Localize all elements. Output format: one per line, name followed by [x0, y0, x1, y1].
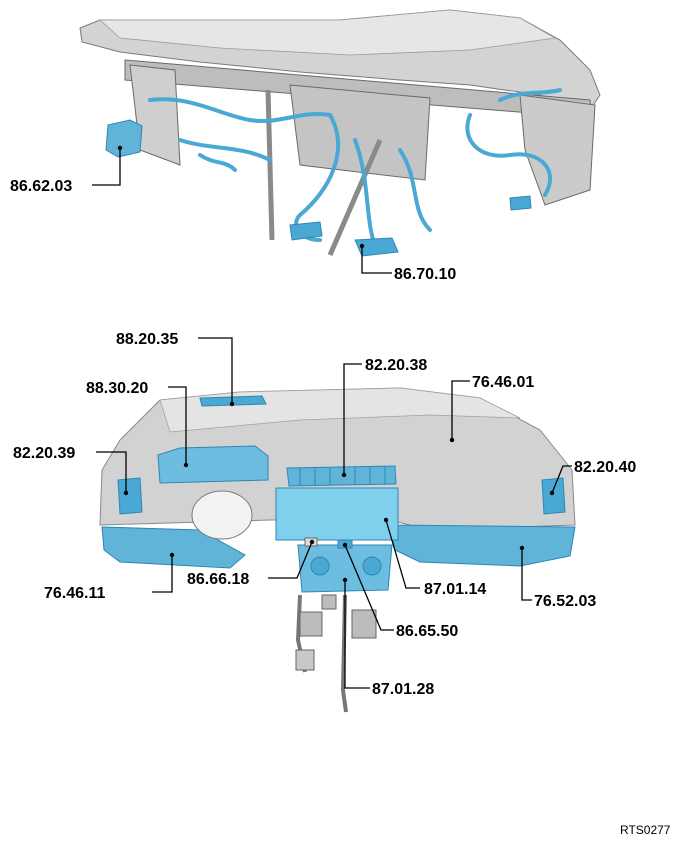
- steering-column-opening: [191, 490, 253, 540]
- right-knob: [362, 556, 382, 576]
- label-87-01-14: 87.01.14: [424, 581, 486, 598]
- label-82-20-40: 82.20.40: [574, 459, 636, 476]
- left-strut: [265, 89, 275, 241]
- label-82-20-38: 82.20.38: [365, 357, 427, 374]
- label-86-65-50: 86.65.50: [396, 623, 458, 640]
- instrument-panel-illustration: [99, 387, 576, 713]
- label-76-52-03: 76.52.03: [534, 593, 596, 610]
- bottom-leaders: [96, 337, 572, 689]
- label-88-20-35: 88.20.35: [116, 331, 178, 348]
- lower-harness: [295, 594, 377, 713]
- center-screen-87-01-14: [275, 487, 399, 541]
- top-leaders: [92, 145, 392, 274]
- label-76-46-11: 76.46.11: [44, 585, 106, 602]
- module-86-62-03: [105, 119, 143, 158]
- label-82-20-39: 82.20.39: [13, 445, 75, 462]
- cowl-top-face: [98, 9, 557, 56]
- label-76-46-01: 76.46.01: [472, 374, 534, 391]
- lower-panel-76-52-03: [389, 524, 576, 567]
- label-88-30-20: 88.30.20: [86, 380, 148, 397]
- connector-right: [509, 195, 532, 211]
- right-vent-82-20-40: [541, 477, 566, 515]
- instrument-display-88-30-20: [157, 445, 269, 484]
- label-86-66-18: 86.66.18: [187, 571, 249, 588]
- connector-86-70-10: [354, 237, 399, 257]
- callout-labels: 86.62.03 86.70.10 88.20.35 82.20.38 76.4…: [10, 178, 671, 837]
- left-knob: [310, 556, 330, 576]
- center-strut: [327, 139, 383, 256]
- connector-left: [289, 221, 323, 241]
- center-vent-82-20-38: [286, 465, 397, 487]
- top-assembly-illustration: [79, 9, 601, 257]
- center-vent-slats: [299, 467, 386, 485]
- left-vent-82-20-39: [117, 477, 143, 515]
- reference-code: RTS0277: [620, 823, 671, 837]
- label-87-01-28: 87.01.28: [372, 681, 434, 698]
- center-structure: [289, 84, 431, 181]
- hood-trim-88-20-35: [199, 395, 267, 407]
- left-bracket: [129, 64, 181, 166]
- label-86-62-03: 86.62.03: [10, 178, 72, 195]
- right-bracket: [519, 94, 596, 206]
- label-86-70-10: 86.70.10: [394, 266, 456, 283]
